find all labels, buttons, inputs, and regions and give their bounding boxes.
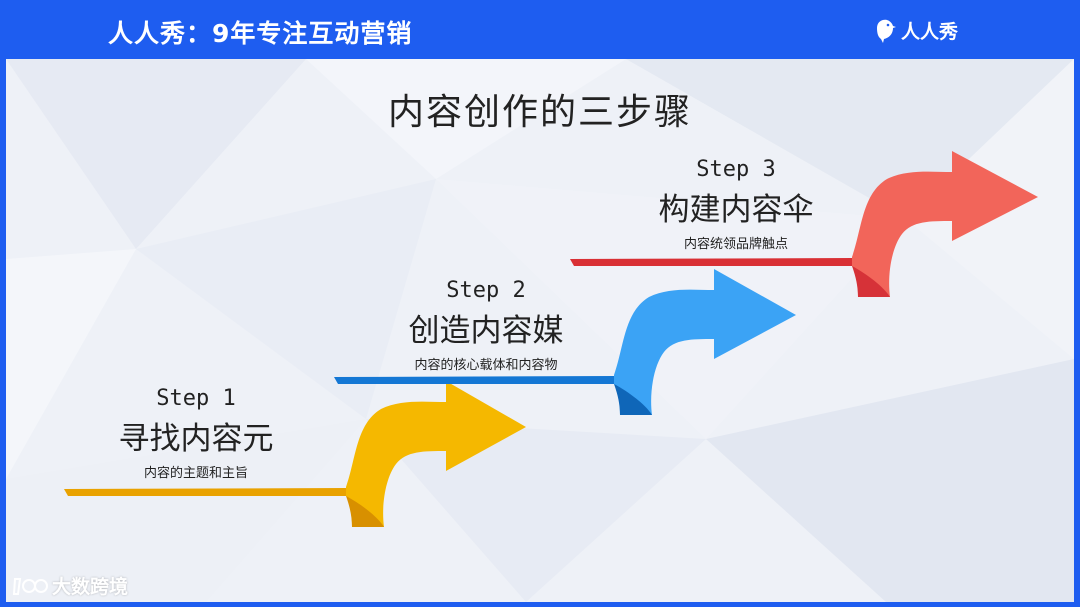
step-2-label: Step 2: [446, 278, 526, 303]
page-title: 内容创作的三步骤: [387, 92, 692, 133]
step-3-heading: 构建内容伞: [658, 192, 814, 228]
step-3-label: Step 3: [696, 157, 776, 182]
bird-logo-icon: [876, 19, 896, 43]
step-3-arrow: [570, 151, 1038, 297]
step-2-arrow: [334, 269, 796, 415]
step-2: Step 2 创造内容媒 内容的核心载体和内容物: [376, 278, 596, 373]
step-1-label: Step 1: [156, 386, 236, 411]
step-1-arrow: [64, 381, 526, 527]
step-3: Step 3 构建内容伞 内容统领品牌触点: [631, 157, 841, 252]
step-arrows: [64, 151, 1038, 527]
dashukuajing-logo-icon: [12, 577, 48, 595]
step-2-subtitle: 内容的核心载体和内容物: [414, 358, 558, 373]
brand-logo: 人人秀: [873, 17, 958, 44]
slide-canvas: 内容创作的三步骤 Step 1 寻找内容元: [6, 59, 1074, 602]
header-bar: 人人秀：9年专注互动营销 人人秀: [0, 0, 1080, 58]
watermark: 大数跨境: [12, 572, 128, 599]
brand-name: 人人秀: [900, 21, 958, 43]
step-1: Step 1 寻找内容元 内容的主题和主旨: [96, 386, 296, 481]
header-title: 人人秀：9年专注互动营销: [108, 19, 413, 48]
watermark-text: 大数跨境: [52, 576, 129, 598]
step-1-heading: 寻找内容元: [118, 421, 274, 457]
step-2-heading: 创造内容媒: [408, 313, 564, 349]
step-3-subtitle: 内容统领品牌触点: [683, 237, 788, 252]
step-1-subtitle: 内容的主题和主旨: [143, 466, 248, 481]
